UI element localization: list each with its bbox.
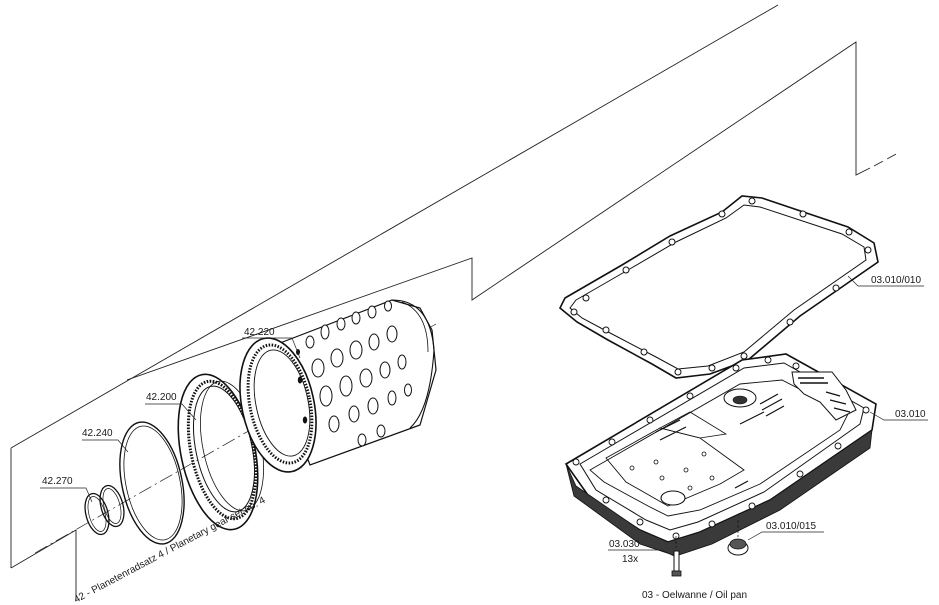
callout-42220: 42.220 bbox=[244, 327, 275, 338]
callout-03030: 03.030 bbox=[609, 539, 640, 550]
callout-42270: 42.270 bbox=[42, 476, 73, 487]
snap-ring-42240 bbox=[119, 421, 185, 545]
leader-lines bbox=[40, 275, 928, 557]
caption-group-03: 03 - Oelwanne / Oil pan bbox=[642, 590, 747, 601]
callout-03010: 03.010 bbox=[895, 409, 926, 420]
drain-plug-03010-015 bbox=[727, 520, 749, 556]
pan-gasket-03010-010 bbox=[558, 195, 879, 379]
callout-03030-qty: 13x bbox=[622, 554, 638, 565]
callout-42240: 42.240 bbox=[82, 428, 113, 439]
callout-03010-015: 03.010/015 bbox=[766, 521, 816, 532]
group-42-frame bbox=[10, 4, 901, 600]
drum-42220 bbox=[239, 299, 437, 473]
callout-42200: 42.200 bbox=[146, 392, 177, 403]
circlip-42270 bbox=[84, 484, 125, 536]
callout-03010-010: 03.010/010 bbox=[871, 275, 921, 286]
bolt-03030 bbox=[671, 536, 682, 577]
oil-pan-03010 bbox=[564, 353, 877, 557]
